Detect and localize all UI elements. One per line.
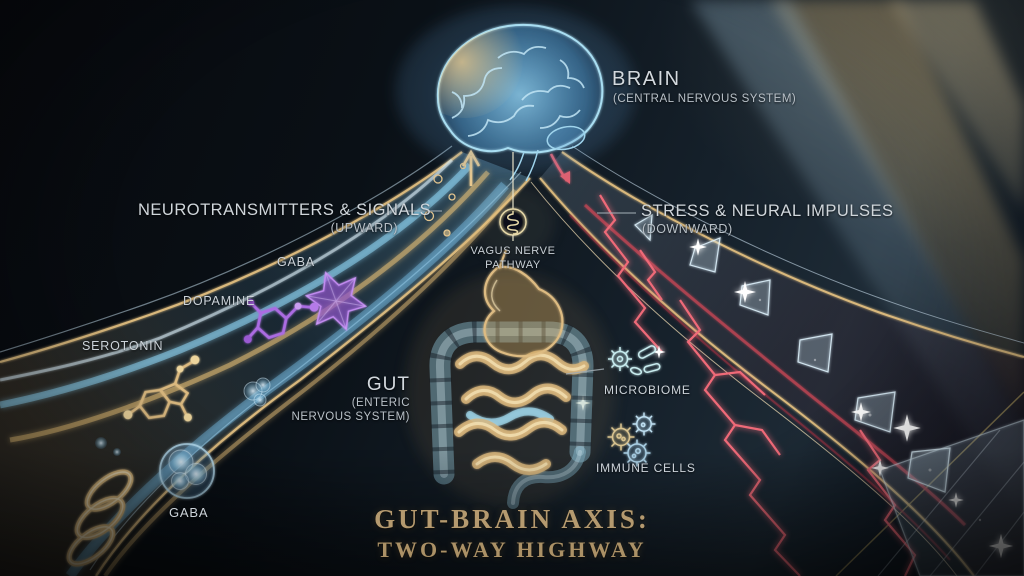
bacterium-rod-icon [637,345,657,359]
diagram-title-line2: TWO-WAY HIGHWAY [377,537,647,562]
gaba-lower-label: GABA [169,505,209,520]
downward-pathway-direction: (DOWNWARD) [642,222,733,236]
upward-pathway-direction: (UPWARD) [330,221,398,235]
gaba-vesicle-cluster-icon [159,443,215,499]
bacterium-oval-icon [629,366,643,376]
serotonin-label: SEROTONIN [82,339,164,353]
upward-pathway-label: NEUROTRANSMITTERS & SIGNALS [138,201,432,219]
brain-illustration [395,5,635,182]
brain-sublabel: (CENTRAL NERVOUS SYSTEM) [613,93,797,105]
bacterium-rod-icon [643,362,661,374]
downward-pathway-label: STRESS & NEURAL IMPULSES [641,202,894,220]
gaba-upper-label: GABA [277,255,315,269]
dopamine-label: DOPAMINE [183,294,256,308]
immune-cells-label: IMMUNE CELLS [596,461,696,475]
vagus-nerve-label: VAGUS NERVE PATHWAY [470,245,556,271]
gut-illustration [405,249,615,509]
immune-cell-icon [632,412,656,436]
gut-sublabel: (ENTERIC NERVOUS SYSTEM) [291,397,410,423]
diagram-title-line1: GUT-BRAIN AXIS: [374,504,650,534]
brain-label: BRAIN [612,68,681,90]
microbiome-label: MICROBIOME [604,383,691,397]
immune-cell-icons [607,412,656,467]
bacterium-coccus-icon [608,347,632,371]
small-vesicle [95,437,107,449]
small-vesicle [113,448,121,456]
gut-label: GUT [366,374,410,395]
microbiome-icons [608,345,661,376]
